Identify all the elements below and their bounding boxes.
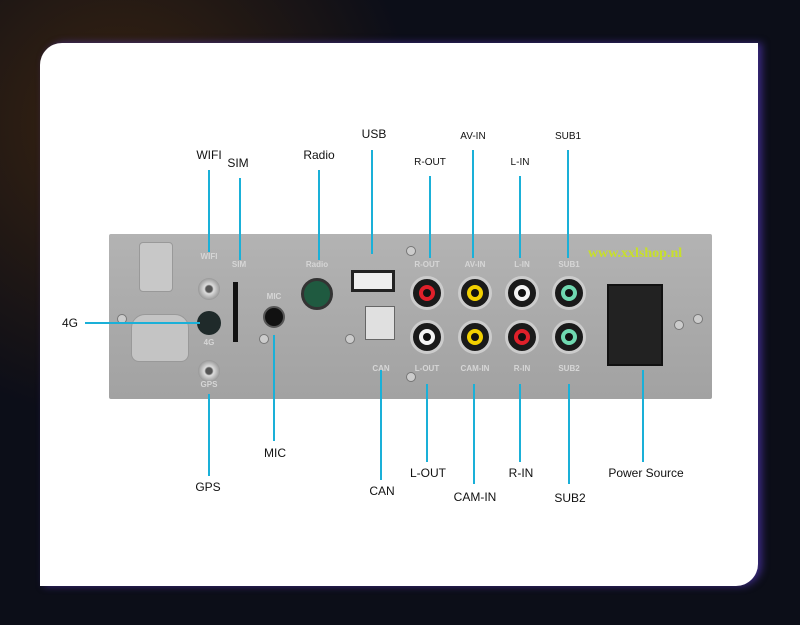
callout-can: CAN [369, 484, 395, 498]
panel-label-mic: MIC [266, 292, 282, 301]
callout-4g: 4G [61, 316, 79, 330]
screw [406, 372, 416, 382]
mounting-bracket [139, 242, 173, 292]
panel-label-l-in: L-IN [514, 260, 530, 269]
callout-line-wifi [208, 170, 210, 252]
usb-port [351, 270, 395, 292]
callout-cam-in: CAM-IN [453, 490, 497, 504]
callout-usb: USB [361, 127, 387, 141]
panel-label-av-in: AV-IN [464, 260, 486, 269]
r-out-rca [410, 276, 444, 310]
panel-label-r-in: R-IN [513, 364, 531, 373]
sub2-rca [552, 320, 586, 354]
r-in-rca [505, 320, 539, 354]
4g-connector [197, 311, 221, 335]
callout-mic: MIC [264, 446, 286, 460]
callout-line-sub1 [567, 150, 569, 258]
panel-label-wifi: WIFI [200, 252, 218, 261]
screw [406, 246, 416, 256]
callout-r-out: R-OUT [414, 157, 446, 168]
panel-label-gps: GPS [200, 380, 218, 389]
callout-power-source: Power Source [608, 466, 684, 480]
callout-line-l-in [519, 176, 521, 258]
callout-radio: Radio [303, 148, 335, 162]
panel-label-can: CAN [372, 364, 390, 373]
sim-slot [233, 282, 238, 342]
l-in-rca [505, 276, 539, 310]
callout-sub2: SUB2 [554, 491, 586, 505]
panel-label-sim: SIM [231, 260, 247, 269]
panel-label-r-out: R-OUT [414, 260, 440, 269]
radio-connector [301, 278, 333, 310]
power-connector [607, 284, 663, 366]
callout-line-power [642, 370, 644, 462]
panel-label-cam-in: CAM-IN [460, 364, 490, 373]
cam-in-rca [458, 320, 492, 354]
callout-gps: GPS [195, 480, 221, 494]
screw [674, 320, 684, 330]
callout-r-in: R-IN [508, 466, 534, 480]
wifi-connector [198, 278, 220, 300]
callout-line-l-out [426, 384, 428, 462]
callout-line-usb [371, 150, 373, 254]
panel-label-sub2: SUB2 [558, 364, 580, 373]
callout-line-can [380, 370, 382, 480]
callout-l-out: L-OUT [410, 466, 446, 480]
callout-line-cam-in [473, 384, 475, 484]
callout-line-gps [208, 394, 210, 476]
panel-label-4g: 4G [203, 338, 215, 347]
callout-wifi: WIFI [196, 148, 222, 162]
av-in-rca [458, 276, 492, 310]
callout-line-r-out [429, 176, 431, 258]
callout-sub1: SUB1 [554, 131, 582, 142]
panel-label-radio: Radio [305, 260, 329, 269]
mic-jack [263, 306, 285, 328]
screw [345, 334, 355, 344]
watermark: www.xxlshop.nl [588, 246, 683, 261]
callout-l-in: L-IN [510, 157, 530, 168]
callout-line-r-in [519, 384, 521, 462]
can-connector [365, 306, 395, 340]
sub1-rca [552, 276, 586, 310]
callout-line-sub2 [568, 384, 570, 484]
callout-line-radio [318, 170, 320, 260]
screw [693, 314, 703, 324]
callout-line-4g [85, 322, 200, 324]
callout-line-sim [239, 178, 241, 260]
panel-label-l-out: L-OUT [414, 364, 440, 373]
panel-label-sub1: SUB1 [558, 260, 580, 269]
callout-sim: SIM [227, 156, 249, 170]
l-out-rca [410, 320, 444, 354]
screw [259, 334, 269, 344]
callout-line-av-in [472, 150, 474, 258]
callout-av-in: AV-IN [460, 131, 486, 142]
gps-connector [198, 360, 220, 382]
callout-line-mic [273, 335, 275, 441]
